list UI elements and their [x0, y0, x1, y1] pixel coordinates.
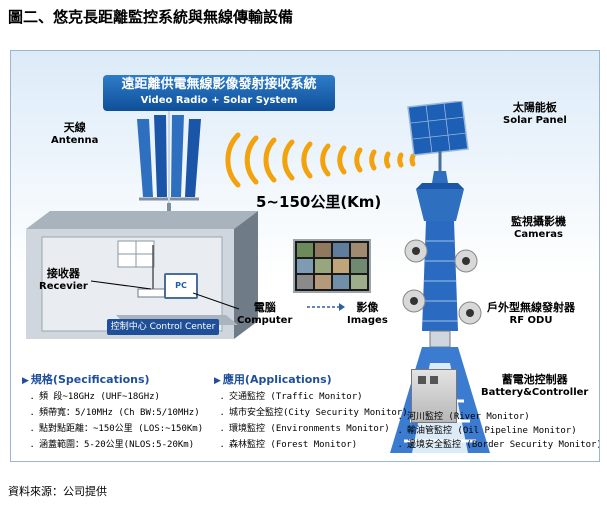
computer-label: 電腦 Computer	[237, 301, 292, 327]
cameras-label-zh: 監視攝影機	[511, 215, 566, 228]
antenna-label-zh: 天線	[63, 121, 86, 134]
solar-panel-label: 太陽能板 Solar Panel	[503, 101, 567, 127]
images-label-en: Images	[347, 315, 388, 326]
data-flow-arrow-icon	[307, 303, 345, 311]
images-label: 影像 Images	[347, 301, 388, 327]
pc-monitor-icon: PC	[164, 273, 198, 299]
control-room-building	[26, 211, 258, 339]
computer-label-en: Computer	[237, 315, 293, 326]
application-item: ．森林監控 (Forest Monitor)	[220, 440, 358, 450]
receiver-label-zh: 接收器	[46, 267, 80, 280]
spec-item: ．點對點距離：~150公里 (LOS:~150Km)	[30, 424, 204, 434]
battery-controller-icon	[411, 369, 457, 423]
battery-label-zh: 蓄電池控制器	[501, 373, 568, 386]
system-illustration: 遠距離供電無線影像發射接收系統 Video Radio + Solar Syst…	[10, 50, 600, 462]
cameras-label: 監視攝影機 Cameras	[511, 215, 566, 241]
application-item: ．輸油管監控 (Oil Pipeline Monitor)	[398, 426, 577, 436]
application-item: ．交通監控 (Traffic Monitor)	[220, 392, 363, 402]
antenna-icon	[137, 111, 201, 211]
radio-waves-icon	[225, 132, 416, 188]
application-item: ．環境監控 (Environments Monitor)	[220, 424, 390, 434]
system-title-zh: 遠距離供電無線影像發射接收系統	[121, 77, 317, 92]
solar-panel-icon	[407, 101, 469, 156]
control-center-label: 控制中心 Control Center	[107, 319, 219, 335]
rf-odu-label: 戶外型無線發射器 RF ODU	[487, 301, 575, 327]
application-item: ．邊境安全監控 (Border Security Monitor)	[398, 440, 600, 450]
rf-odu-label-en: RF ODU	[509, 315, 553, 326]
system-title-banner: 遠距離供電無線影像發射接收系統 Video Radio + Solar Syst…	[103, 75, 335, 111]
receiver-label-en: Recevier	[39, 281, 88, 292]
spec-item: ．頻帶寬：5/10MHz (Ch BW:5/10MHz)	[30, 408, 200, 418]
rf-odu-label-zh: 戶外型無線發射器	[487, 301, 575, 314]
figure-title: 圖二、悠克長距離監控系統與無線傳輸設備	[8, 8, 294, 26]
solar-panel-label-zh: 太陽能板	[512, 101, 557, 114]
spec-panel: ▶規格(Specifications) ．頻 段~18GHz (UHF~18GH…	[14, 369, 599, 459]
spec-item: ．頻 段~18GHz (UHF~18GHz)	[30, 392, 160, 402]
applications-header: ▶應用(Applications)	[214, 373, 332, 386]
receiver-label: 接收器 Recevier	[39, 267, 88, 293]
computer-pointer-line	[193, 292, 240, 310]
images-label-zh: 影像	[356, 301, 379, 314]
cameras-icon	[402, 239, 482, 325]
solar-panel-label-en: Solar Panel	[503, 115, 567, 126]
application-item: ．河川監控 (River Monitor)	[398, 412, 530, 422]
antenna-label-en: Antenna	[51, 135, 99, 146]
spec-item: ．涵蓋範圍：5-20公里(NLOS:5-20Km)	[30, 440, 195, 450]
application-item: ．城市安全監控(City Security Monitor)	[220, 408, 408, 418]
antenna-label: 天線 Antenna	[51, 121, 98, 147]
system-title-en: Video Radio + Solar System	[140, 95, 298, 106]
battery-label: 蓄電池控制器 Battery&Controller	[481, 373, 588, 399]
battery-label-en: Battery&Controller	[481, 387, 589, 398]
cameras-label-en: Cameras	[514, 229, 563, 240]
spec-header: ▶規格(Specifications)	[22, 373, 150, 386]
receiver-pointer-line	[91, 280, 152, 290]
source-note: 資料來源：公司提供	[8, 485, 107, 498]
computer-label-zh: 電腦	[253, 301, 276, 314]
distance-label: 5~150公里(Km)	[256, 193, 382, 211]
video-images-monitor	[293, 239, 371, 293]
